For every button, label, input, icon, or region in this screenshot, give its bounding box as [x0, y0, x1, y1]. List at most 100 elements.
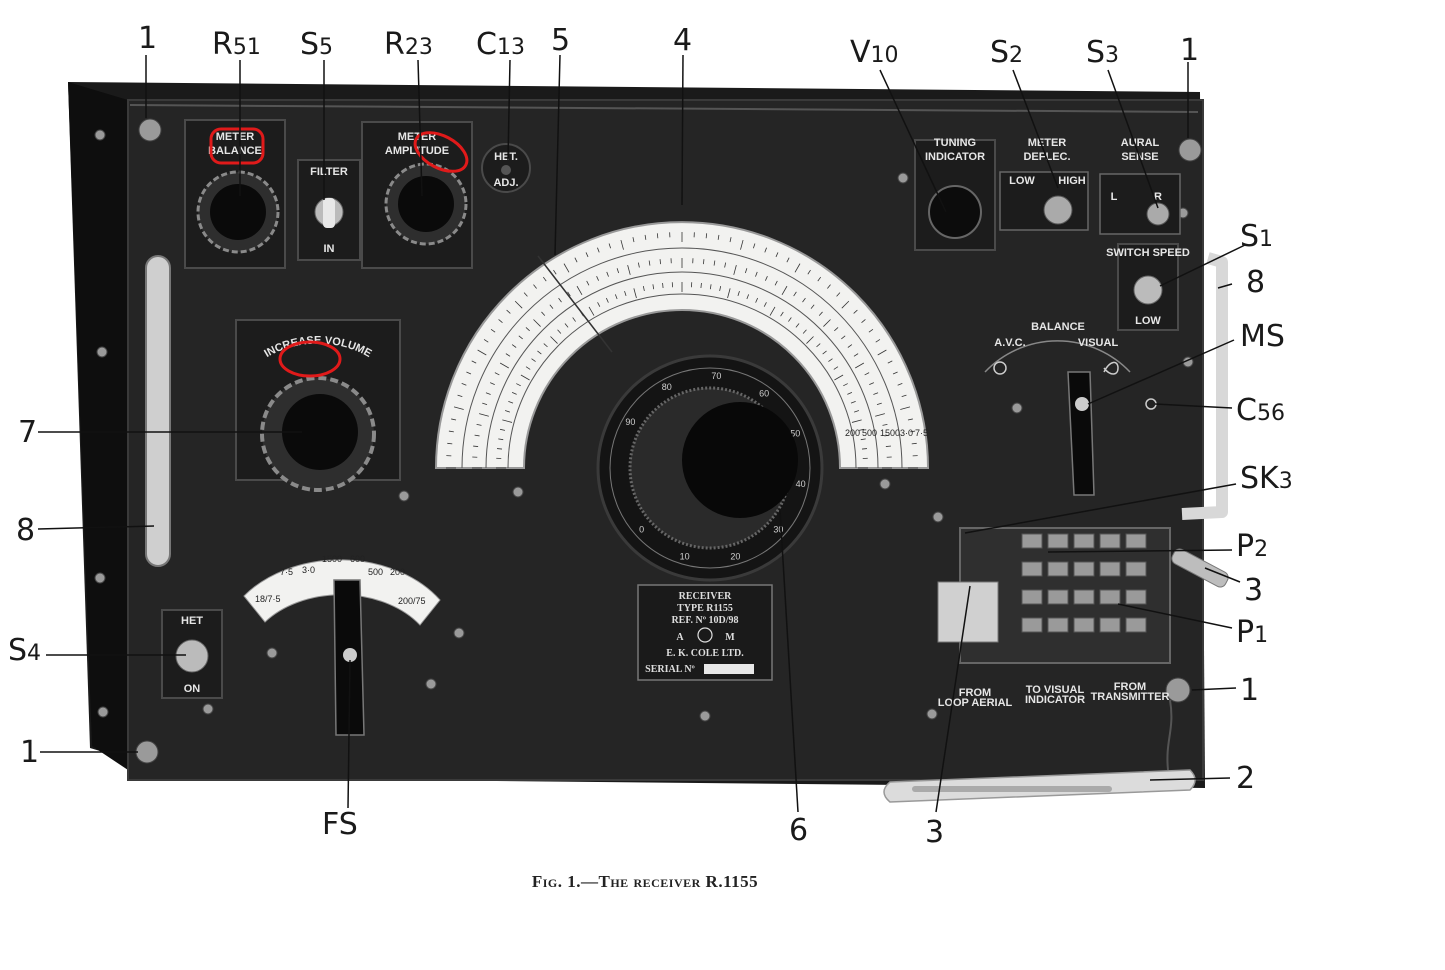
scale-tick	[656, 233, 659, 239]
socket-pin	[1047, 533, 1069, 549]
scale-tick	[795, 323, 800, 328]
scale-tick	[727, 288, 731, 299]
callout-v10: V10	[850, 35, 899, 70]
switch-speed-toggle[interactable]	[1133, 275, 1163, 305]
crown-icon	[697, 627, 713, 643]
scale-tick	[474, 434, 480, 437]
scale-tick	[737, 290, 740, 296]
range-label-600: 600	[350, 554, 365, 564]
callout-fs: FS	[322, 807, 358, 842]
scale-tick	[868, 328, 874, 333]
label-loop-aerial: LOOP AERIAL	[938, 697, 1013, 709]
scale-tick	[523, 292, 528, 297]
scale-tick	[627, 265, 631, 275]
scale-tick	[877, 349, 887, 356]
scale-tick	[508, 400, 514, 404]
filter-toggle[interactable]	[323, 198, 335, 228]
label-indicator-2: INDICATOR	[1025, 694, 1085, 706]
scale-tick	[485, 392, 491, 395]
scale-tick	[892, 371, 898, 375]
scale-tick	[853, 309, 858, 314]
scale-label-200: 200	[845, 428, 860, 438]
meter-amplitude-knob[interactable]	[398, 176, 454, 232]
scale-tick	[605, 297, 609, 303]
nameplate-maker: E. K. COLE LTD.	[666, 648, 744, 659]
callout-1-top-right: 1	[1180, 33, 1199, 68]
label-on: ON	[184, 683, 201, 695]
scale-tick	[659, 259, 661, 265]
dial-number: 0	[639, 525, 644, 535]
socket-pin	[1073, 561, 1095, 577]
nameplate-type: TYPE R1155	[677, 603, 733, 614]
label-aural: AURAL	[1121, 137, 1160, 149]
scale-tick	[550, 336, 558, 344]
scale-tick	[606, 271, 609, 277]
scale-tick	[780, 311, 784, 317]
scale-tick	[499, 428, 506, 431]
scale-tick	[652, 284, 655, 290]
scale-tick	[775, 252, 779, 258]
callout-6: 6	[789, 813, 808, 848]
scale-tick	[901, 394, 907, 397]
socket-pin	[1021, 533, 1043, 549]
callout-s5: S5	[300, 27, 333, 62]
range-label-200: 200	[390, 567, 405, 577]
scale-tick	[557, 329, 562, 334]
figure-caption: Fig. 1.—The receiver R.1155	[531, 872, 759, 891]
scale-tick	[788, 317, 792, 322]
label-sense-r: R	[1154, 191, 1162, 203]
scale-tick	[841, 300, 850, 309]
scale-tick	[520, 374, 530, 381]
scale-tick	[644, 234, 647, 240]
label-adj: ADJ.	[493, 177, 518, 189]
callout-r23: R23	[384, 27, 433, 62]
callout-s2: S2	[990, 35, 1023, 70]
main-tuning-knob[interactable]	[682, 402, 798, 518]
scale-tick	[843, 383, 848, 387]
scale-tick	[614, 294, 618, 300]
scale-tick	[596, 275, 599, 281]
scale-tick	[494, 372, 500, 376]
scale-tick	[753, 243, 756, 249]
meter-balance-knob[interactable]	[210, 184, 266, 240]
socket-pin	[1099, 533, 1121, 549]
dial-number: 80	[662, 382, 672, 392]
callout-s3: S3	[1086, 35, 1119, 70]
callout-3-right: 3	[1244, 573, 1263, 608]
scale-tick	[869, 382, 875, 385]
scale-tick	[457, 394, 463, 397]
scale-tick	[802, 329, 807, 334]
scale-tick	[729, 237, 732, 243]
scale-tick	[717, 234, 720, 240]
scale-tick	[506, 309, 511, 314]
het-toggle[interactable]	[175, 639, 209, 673]
socket-pin	[1099, 589, 1121, 605]
scale-tick	[479, 413, 489, 417]
scale-tick	[897, 383, 903, 386]
volume-knob[interactable]	[282, 394, 358, 470]
scale-tick	[489, 382, 495, 385]
nameplate-ref: REF. Nº 10D/98	[671, 615, 738, 626]
plug-p1-p2-assembly[interactable]	[937, 581, 999, 643]
scale-tick	[816, 343, 821, 348]
het-adj-trimmer[interactable]	[501, 165, 511, 175]
scale-tick	[518, 335, 523, 340]
meter-deflec-switch[interactable]	[1043, 195, 1073, 225]
c56-trimmer[interactable]	[1145, 398, 1157, 410]
tuning-indicator-eye	[928, 185, 982, 239]
callout-4: 4	[673, 23, 692, 58]
label-transmitter: TRANSMITTER	[1091, 691, 1170, 703]
scale-tick	[746, 294, 750, 300]
scale-tick	[834, 327, 839, 332]
scale-tick	[882, 423, 888, 426]
scale-tick	[505, 353, 511, 357]
scale-tick	[533, 284, 537, 289]
scale-tick	[473, 445, 479, 447]
scale-tick	[504, 410, 510, 413]
socket-pin	[1047, 617, 1069, 633]
aural-sense-switch[interactable]	[1146, 202, 1170, 226]
scale-tick	[864, 372, 870, 376]
scale-tick	[466, 371, 472, 375]
label-sense-l: L	[1111, 191, 1118, 203]
